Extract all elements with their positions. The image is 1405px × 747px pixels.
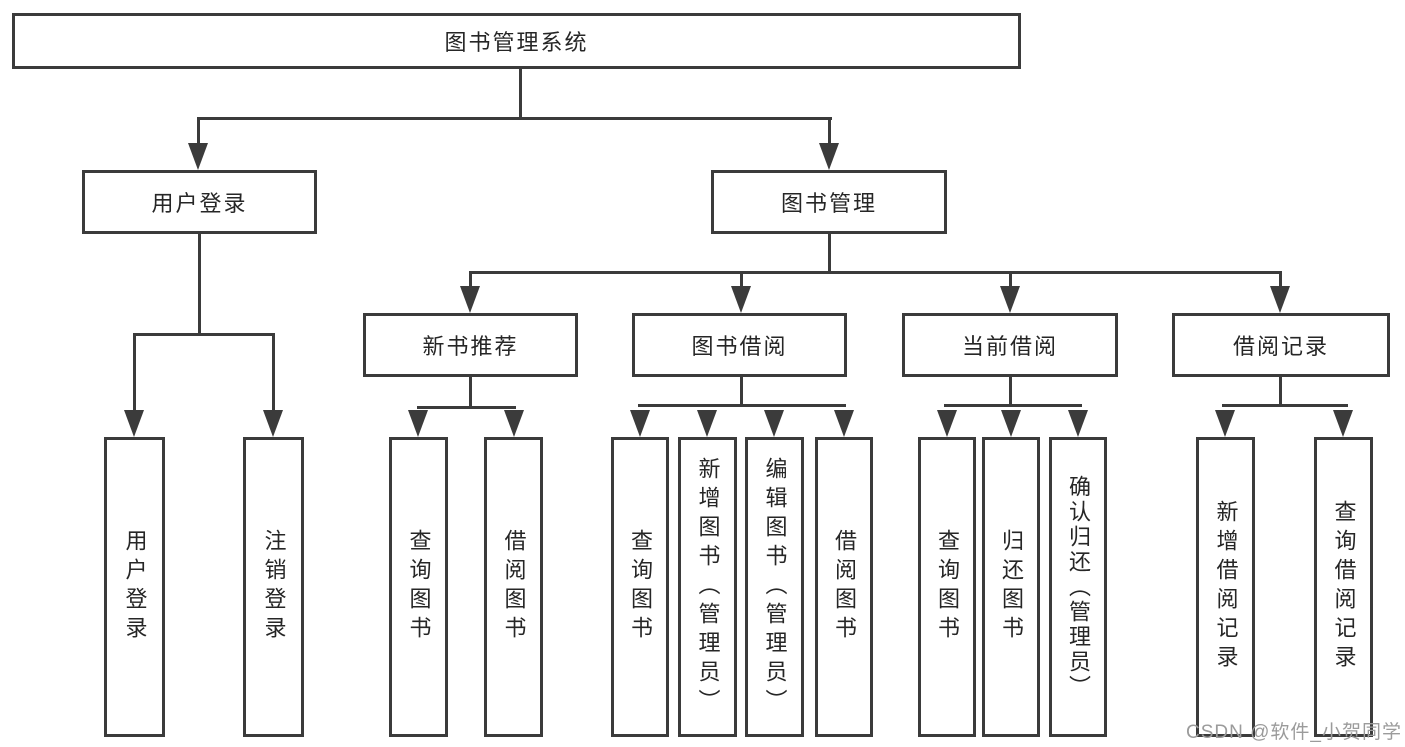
connector-borrowing-crossbar bbox=[638, 404, 846, 407]
leaf-nb-query-books: 查询图书 bbox=[389, 437, 448, 737]
node-borrowing-records: 借阅记录 bbox=[1172, 313, 1390, 377]
arrowhead-br-query bbox=[1333, 410, 1353, 437]
node-book-borrowing-label: 图书借阅 bbox=[691, 334, 788, 359]
node-current-borrowing: 当前借阅 bbox=[902, 313, 1118, 377]
leaf-br-query-record-label: 查询借阅记录 bbox=[1331, 500, 1357, 674]
arrowhead-cb-query bbox=[937, 410, 957, 437]
connector-records-stem bbox=[1279, 377, 1282, 407]
arrowhead-login-leaf bbox=[124, 410, 144, 437]
node-borrowing-records-label: 借阅记录 bbox=[1232, 334, 1329, 359]
connector-drop-new-book bbox=[469, 271, 472, 288]
leaf-cb-confirm-return-admin: 确认归还（管理员） bbox=[1049, 437, 1107, 737]
leaf-user-login: 用户登录 bbox=[104, 437, 165, 737]
connector-current-crossbar bbox=[944, 404, 1082, 407]
arrowhead-borrow-records bbox=[1270, 286, 1290, 313]
arrowhead-cb-return bbox=[1001, 410, 1021, 437]
connector-drop-book-borrow bbox=[740, 271, 743, 288]
leaf-cb-query-books: 查询图书 bbox=[918, 437, 976, 737]
leaf-cb-return-books-label: 归还图书 bbox=[999, 529, 1024, 645]
arrowhead-logout-leaf bbox=[263, 410, 283, 437]
csdn-watermark: CSDN @软件_小贺同学 bbox=[1186, 722, 1402, 743]
connector-drop-borrow-records bbox=[1279, 271, 1282, 288]
connector-records-crossbar bbox=[1222, 404, 1348, 407]
leaf-nb-query-books-label: 查询图书 bbox=[406, 529, 432, 645]
connector-drop-current-borrow bbox=[1009, 271, 1012, 288]
arrowhead-bb-edit bbox=[764, 410, 784, 437]
leaf-logout: 注销登录 bbox=[243, 437, 304, 737]
arrowhead-nb-borrow bbox=[504, 410, 524, 437]
connector-current-stem bbox=[1009, 377, 1012, 407]
connector-root-stem bbox=[519, 68, 522, 119]
node-book-management: 图书管理 bbox=[711, 170, 947, 234]
leaf-bb-add-books-admin: 新增图书（管理员） bbox=[678, 437, 737, 737]
arrowhead-current-borrow bbox=[1000, 286, 1020, 313]
node-book-borrowing: 图书借阅 bbox=[632, 313, 847, 377]
leaf-bb-query-books: 查询图书 bbox=[611, 437, 669, 737]
node-library-system: 图书管理系统 bbox=[12, 13, 1021, 69]
connector-newbook-crossbar bbox=[417, 406, 516, 409]
leaf-bb-add-books-admin-label: 新增图书（管理员） bbox=[695, 456, 721, 718]
arrowhead-bb-add bbox=[697, 410, 717, 437]
leaf-bb-edit-books-admin-label: 编辑图书（管理员） bbox=[762, 456, 788, 718]
leaf-br-query-record: 查询借阅记录 bbox=[1314, 437, 1373, 737]
connector-drop-login-leaf bbox=[133, 333, 136, 410]
arrowhead-cb-confirm bbox=[1068, 410, 1088, 437]
leaf-cb-confirm-return-admin-label: 确认归还（管理员） bbox=[1066, 474, 1091, 700]
leaf-bb-borrow-books-label: 借阅图书 bbox=[832, 529, 857, 645]
arrowhead-nb-query bbox=[408, 410, 428, 437]
connector-borrowing-stem bbox=[740, 377, 743, 407]
leaf-br-add-record-label: 新增借阅记录 bbox=[1213, 500, 1239, 674]
node-new-book-recommend: 新书推荐 bbox=[363, 313, 578, 377]
leaf-br-add-record: 新增借阅记录 bbox=[1196, 437, 1255, 737]
node-library-system-label: 图书管理系统 bbox=[444, 30, 589, 55]
leaf-bb-edit-books-admin: 编辑图书（管理员） bbox=[745, 437, 804, 737]
node-new-book-recommend-label: 新书推荐 bbox=[422, 334, 519, 359]
node-user-login-label: 用户登录 bbox=[151, 191, 248, 216]
connector-user-crossbar bbox=[133, 333, 275, 336]
leaf-cb-query-books-label: 查询图书 bbox=[935, 529, 960, 645]
arrowhead-book-borrow bbox=[731, 286, 751, 313]
arrowhead-br-add bbox=[1215, 410, 1235, 437]
connector-user-stem bbox=[198, 234, 201, 336]
leaf-bb-query-books-label: 查询图书 bbox=[628, 529, 653, 645]
connector-drop-logout-leaf bbox=[272, 333, 275, 410]
node-user-login: 用户登录 bbox=[82, 170, 317, 234]
node-current-borrowing-label: 当前借阅 bbox=[961, 334, 1058, 359]
arrowhead-user-login bbox=[188, 143, 208, 170]
leaf-logout-label: 注销登录 bbox=[261, 529, 287, 645]
leaf-nb-borrow-books-label: 借阅图书 bbox=[501, 529, 527, 645]
leaf-bb-borrow-books: 借阅图书 bbox=[815, 437, 873, 737]
connector-drop-book-mgmt bbox=[828, 117, 831, 145]
connector-root-crossbar bbox=[197, 117, 832, 120]
connector-mgmt-crossbar bbox=[469, 271, 1282, 274]
leaf-user-login-label: 用户登录 bbox=[122, 529, 148, 645]
connector-drop-user-login bbox=[197, 117, 200, 145]
connector-newbook-stem bbox=[469, 377, 472, 409]
leaf-cb-return-books: 归还图书 bbox=[982, 437, 1040, 737]
arrowhead-bb-borrow bbox=[834, 410, 854, 437]
node-book-management-label: 图书管理 bbox=[780, 191, 877, 216]
arrowhead-new-book bbox=[460, 286, 480, 313]
leaf-nb-borrow-books: 借阅图书 bbox=[484, 437, 543, 737]
arrowhead-bb-query bbox=[630, 410, 650, 437]
connector-mgmt-stem bbox=[828, 234, 831, 274]
arrowhead-book-mgmt bbox=[819, 143, 839, 170]
